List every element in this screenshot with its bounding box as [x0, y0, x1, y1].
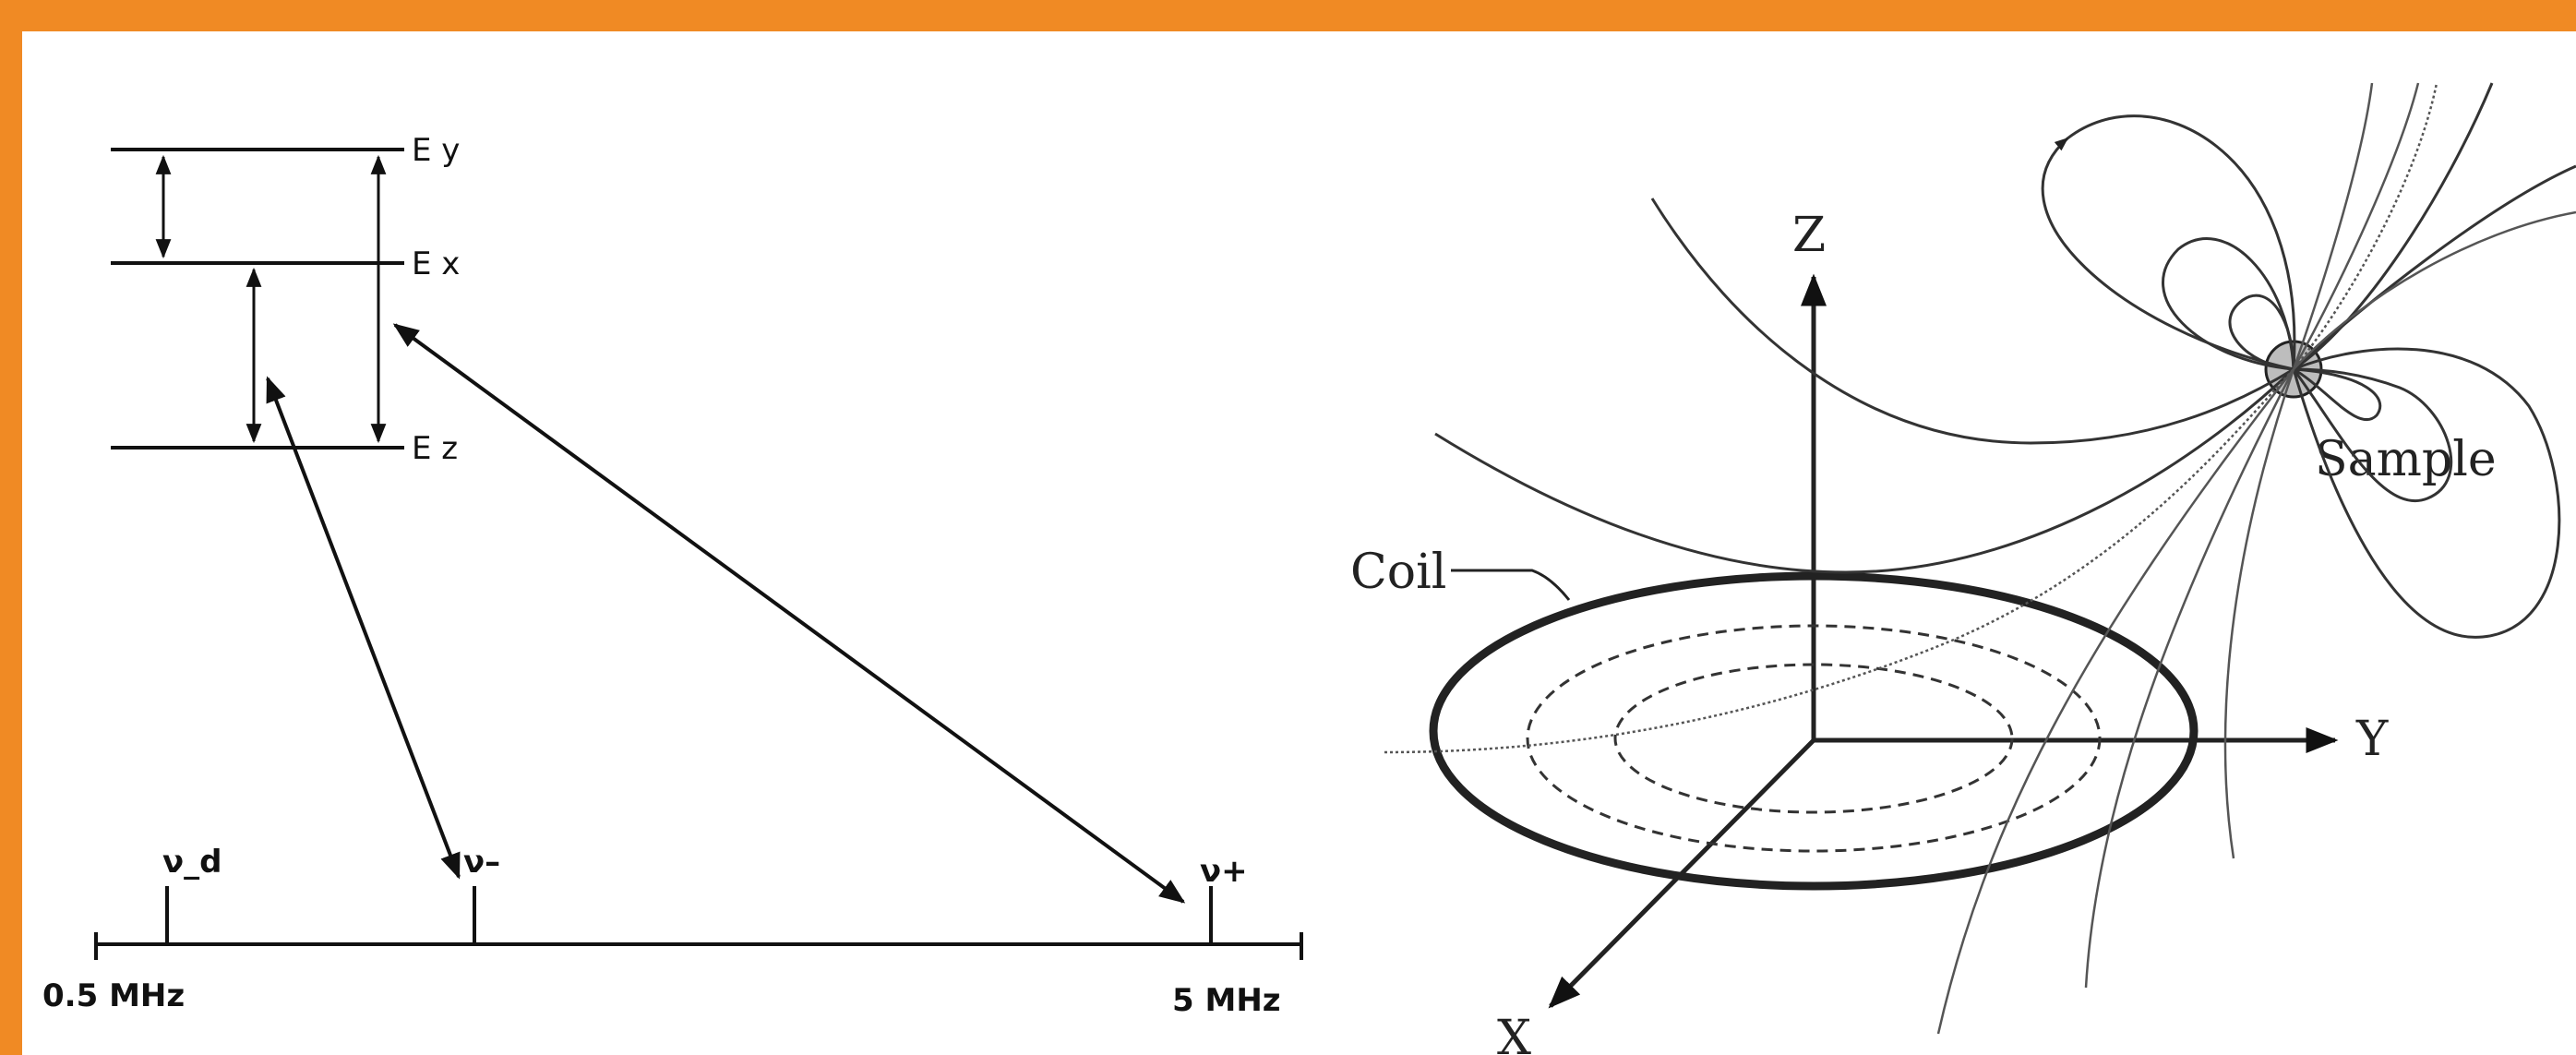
x-axis-label: X [1497, 1011, 1531, 1055]
field-line-4 [1936, 210, 2576, 1035]
coil-field-diagram: Z Y X Coil Sample [1350, 82, 2576, 1055]
y-axis-label: Y [2355, 712, 2389, 767]
field-loop-right-small [2293, 367, 2382, 422]
axis-min-label: 0.5 MHz [42, 977, 185, 1014]
diagonal-arrow-nu-plus [392, 323, 1186, 904]
nu-minus-label: ν– [463, 844, 500, 881]
field-line-1 [1434, 164, 2576, 574]
level-ey-label: E y [412, 132, 460, 169]
field-line-6 [2223, 82, 2374, 859]
field-loop-right-large [2292, 347, 2561, 639]
field-loop-top-medium [2162, 237, 2295, 371]
field-line-3 [1384, 82, 2438, 754]
field-loop-right-medium [2292, 367, 2453, 502]
level-ez-label: E z [412, 430, 458, 467]
field-ring-dashed-inner [1613, 663, 2014, 814]
field-line-5 [2084, 82, 2420, 989]
field-ring-dashed-outer [1526, 624, 2102, 853]
nu-plus-label: ν+ [1200, 853, 1248, 890]
axis-max-label: 5 MHz [1172, 982, 1281, 1019]
coil-leader-line [1451, 569, 1571, 601]
coil-label: Coil [1350, 545, 1446, 600]
level-ex-label: E x [412, 246, 460, 282]
field-loop-top-large [2041, 114, 2296, 371]
z-axis-label: Z [1792, 208, 1826, 263]
coil-ellipse [1429, 571, 2199, 891]
field-line-2 [1650, 82, 2494, 445]
nu-d-label: ν_d [162, 844, 222, 881]
energy-level-diagram: E y E x E z ν_d ν– ν+ 0.5 MHz 5 MHz [42, 132, 1303, 1019]
field-loop-top-small [2228, 294, 2295, 371]
